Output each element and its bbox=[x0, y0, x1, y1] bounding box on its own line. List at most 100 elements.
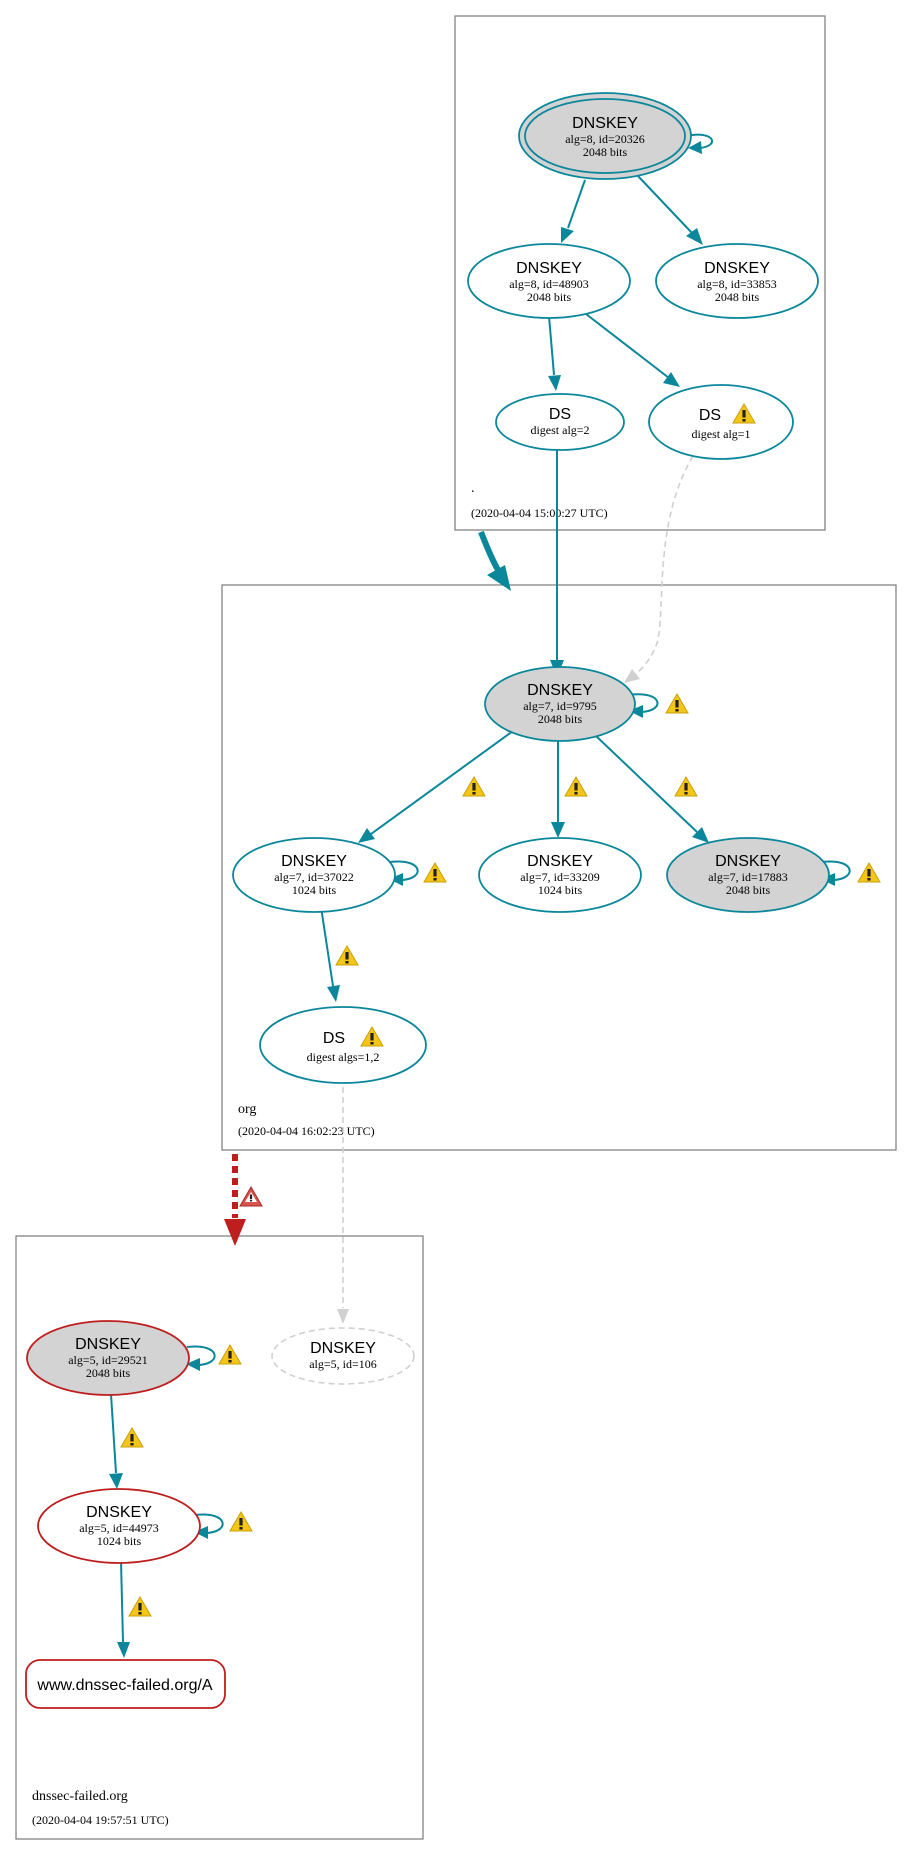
node-title: www.dnssec-failed.org/A bbox=[36, 1677, 213, 1694]
zone-root-name: . bbox=[471, 481, 475, 496]
node-detail: alg=8, id=33853 bbox=[697, 277, 777, 291]
node-title: DS bbox=[699, 407, 721, 424]
node-detail: 2048 bits bbox=[583, 145, 628, 159]
arrowhead bbox=[487, 565, 511, 591]
node-detail: digest algs=1,2 bbox=[307, 1050, 380, 1064]
edge-df-zsk-to-rrset bbox=[120, 1560, 124, 1643]
node-root-ksk[interactable]: DNSKEY alg=8, id=20326 2048 bits bbox=[518, 92, 692, 180]
node-org-ksk-9795[interactable]: DNSKEY alg=7, id=9795 2048 bits bbox=[484, 666, 636, 742]
node-detail: digest alg=1 bbox=[691, 427, 750, 441]
node-detail: alg=7, id=37022 bbox=[274, 870, 354, 884]
edge-root-ksk-to-zsk2 bbox=[637, 175, 693, 234]
node-detail: alg=7, id=9795 bbox=[523, 699, 597, 713]
node-title: DNSKEY bbox=[281, 853, 347, 870]
node-detail: 2048 bits bbox=[86, 1366, 131, 1380]
node-shape bbox=[484, 666, 636, 742]
node-title: DNSKEY bbox=[75, 1336, 141, 1353]
node-shape bbox=[655, 243, 819, 319]
node-df-ksk-29521[interactable]: DNSKEY alg=5, id=29521 2048 bits bbox=[26, 1320, 190, 1396]
arrowhead bbox=[692, 827, 709, 843]
arrowhead bbox=[194, 1526, 208, 1539]
node-shape bbox=[37, 1488, 201, 1564]
edge-org-ksk2-self bbox=[821, 860, 851, 881]
node-shape bbox=[467, 243, 631, 319]
arrowhead bbox=[561, 227, 574, 243]
arrowhead bbox=[551, 822, 565, 838]
edge-root-ds1-to-org-ksk-insecure bbox=[635, 455, 694, 675]
node-detail: 1024 bits bbox=[538, 883, 583, 897]
node-shape bbox=[232, 837, 396, 913]
node-df-rrset-a[interactable]: www.dnssec-failed.org/A bbox=[25, 1659, 226, 1709]
node-detail: alg=8, id=20326 bbox=[565, 132, 645, 146]
node-title: DS bbox=[323, 1030, 345, 1047]
arrowhead bbox=[688, 141, 702, 154]
node-detail: alg=7, id=33209 bbox=[520, 870, 600, 884]
edge-root-ksk-self bbox=[685, 133, 713, 149]
node-title: DNSKEY bbox=[86, 1504, 152, 1521]
node-org-ksk-17883[interactable]: DNSKEY alg=7, id=17883 2048 bits bbox=[666, 837, 830, 913]
node-detail: alg=5, id=29521 bbox=[68, 1353, 148, 1367]
edge-root-zsk1-to-ds1 bbox=[585, 313, 670, 379]
edges-dnssec-failed bbox=[109, 1345, 224, 1658]
zone-org-timestamp: (2020-04-04 16:02:23 UTC) bbox=[238, 1124, 375, 1138]
node-shape bbox=[478, 837, 642, 913]
node-title: DNSKEY bbox=[516, 260, 582, 277]
node-root-zsk-33853[interactable]: DNSKEY alg=8, id=33853 2048 bits bbox=[655, 243, 819, 319]
arrowhead bbox=[224, 1219, 246, 1246]
arrowhead bbox=[337, 1309, 349, 1324]
arrowhead bbox=[663, 372, 680, 387]
node-shape bbox=[26, 1320, 190, 1396]
node-shape bbox=[524, 98, 686, 174]
node-shape bbox=[648, 384, 794, 460]
node-root-ds-alg1[interactable]: DS digest alg=1 bbox=[648, 384, 794, 460]
edge-org-zsk1-to-ds bbox=[320, 906, 334, 987]
edge-root-zsk1-to-ds2 bbox=[548, 315, 555, 376]
node-detail: alg=5, id=106 bbox=[309, 1357, 377, 1371]
arrowhead bbox=[186, 1358, 200, 1371]
node-detail: 1024 bits bbox=[292, 883, 337, 897]
zone-dnssec-failed-name: dnssec-failed.org bbox=[32, 1789, 128, 1804]
node-detail: digest alg=2 bbox=[530, 423, 589, 437]
node-detail: 2048 bits bbox=[715, 290, 760, 304]
arrowhead bbox=[117, 1642, 130, 1658]
edge-df-ksk-to-zsk bbox=[110, 1393, 117, 1474]
arrowhead bbox=[109, 1473, 123, 1489]
node-title: DNSKEY bbox=[704, 260, 770, 277]
edges-root bbox=[548, 133, 713, 683]
node-title: DNSKEY bbox=[527, 682, 593, 699]
arrowhead bbox=[686, 228, 703, 245]
edge-org-ksk-self bbox=[627, 693, 659, 713]
node-df-zsk-44973[interactable]: DNSKEY alg=5, id=44973 1024 bits bbox=[37, 1488, 201, 1564]
node-detail: 2048 bits bbox=[538, 712, 583, 726]
node-shape bbox=[666, 837, 830, 913]
node-org-zsk-37022[interactable]: DNSKEY alg=7, id=37022 1024 bits bbox=[232, 837, 396, 913]
edge-df-ksk-self bbox=[186, 1345, 216, 1366]
node-org-zsk-33209[interactable]: DNSKEY alg=7, id=33209 1024 bits bbox=[478, 837, 642, 913]
edge-df-zsk-self bbox=[194, 1513, 224, 1534]
node-title: DNSKEY bbox=[310, 1340, 376, 1357]
edge-org-ksk-to-zsk1 bbox=[370, 730, 514, 835]
error-icon bbox=[239, 1186, 263, 1207]
node-title: DNSKEY bbox=[527, 853, 593, 870]
node-root-zsk-48903[interactable]: DNSKEY alg=8, id=48903 2048 bits bbox=[467, 243, 631, 319]
arrowhead bbox=[358, 828, 375, 843]
node-shape bbox=[271, 1327, 415, 1385]
node-title: DS bbox=[549, 406, 571, 423]
node-shape bbox=[495, 393, 625, 451]
arrowhead bbox=[327, 985, 340, 1002]
node-title: DNSKEY bbox=[715, 853, 781, 870]
node-detail: 1024 bits bbox=[97, 1534, 142, 1548]
node-detail: 2048 bits bbox=[527, 290, 572, 304]
node-detail: 2048 bits bbox=[726, 883, 771, 897]
node-detail: alg=5, id=44973 bbox=[79, 1521, 159, 1535]
zone-dnssec-failed-timestamp: (2020-04-04 19:57:51 UTC) bbox=[32, 1813, 169, 1827]
arrowhead bbox=[548, 375, 561, 391]
node-title: DNSKEY bbox=[572, 115, 638, 132]
node-df-dnskey-missing[interactable]: DNSKEY alg=5, id=106 bbox=[271, 1327, 415, 1385]
node-root-ds-alg2[interactable]: DS digest alg=2 bbox=[495, 393, 625, 451]
node-shape bbox=[259, 1006, 427, 1084]
arrowhead bbox=[629, 705, 643, 718]
node-org-ds[interactable]: DS digest algs=1,2 bbox=[259, 1006, 427, 1084]
arrowhead bbox=[389, 873, 403, 886]
